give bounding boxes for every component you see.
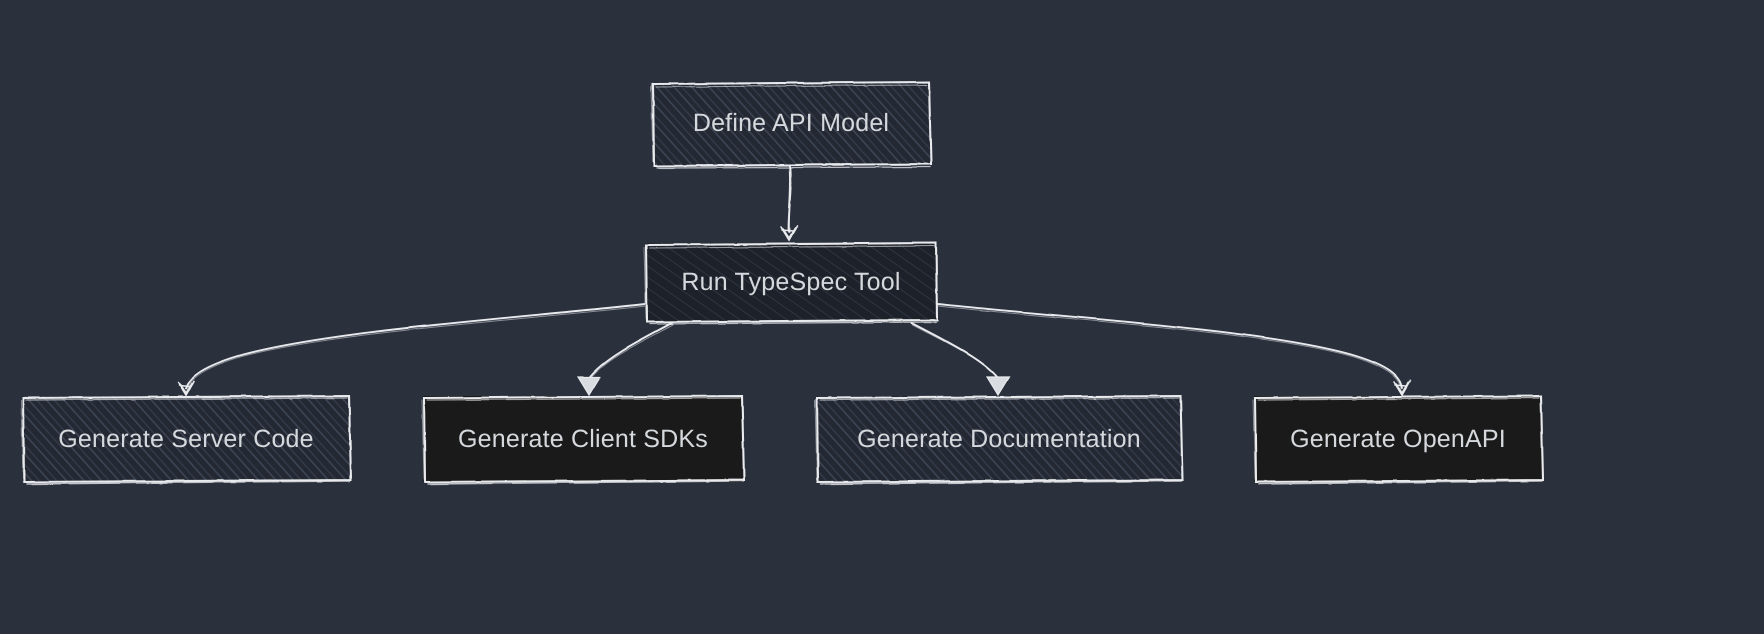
node-layer bbox=[20, 80, 1545, 485]
node-define-api-model[interactable] bbox=[650, 80, 933, 169]
edge-run-to-documentation bbox=[911, 322, 1000, 380]
edge-run-to-server-code bbox=[185, 303, 647, 390]
arrowhead-layer bbox=[177, 225, 1411, 397]
arrowhead-triangle-documentation bbox=[985, 376, 1011, 397]
edge-run-to-client-sdks bbox=[588, 322, 674, 380]
edge-define-to-run bbox=[787, 165, 792, 233]
arrowhead-chevron-openapi bbox=[1393, 380, 1411, 397]
node-generate-documentation[interactable] bbox=[814, 394, 1185, 485]
node-generate-client-sdks[interactable] bbox=[421, 394, 746, 485]
node-generate-server-code[interactable] bbox=[20, 394, 353, 485]
arrowhead-chevron-run-typespec bbox=[780, 225, 798, 242]
edge-layer bbox=[185, 165, 1403, 390]
node-generate-openapi[interactable] bbox=[1252, 394, 1545, 485]
arrowhead-triangle-client-sdks bbox=[576, 376, 602, 397]
edge-run-to-openapi bbox=[936, 303, 1403, 390]
arrowhead-chevron-server-code bbox=[177, 380, 195, 397]
node-run-typespec-tool[interactable] bbox=[643, 241, 939, 325]
